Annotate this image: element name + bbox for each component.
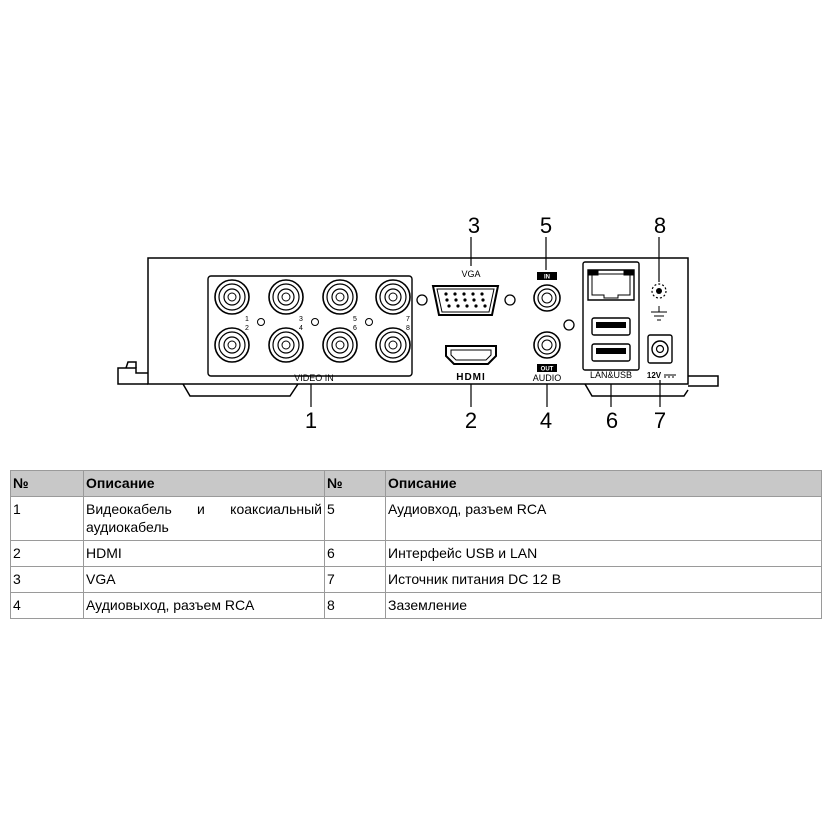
callout-8: 8 <box>654 213 666 238</box>
row-number: 1 <box>10 496 84 541</box>
indicator-dot <box>257 318 265 326</box>
row-number: 2 <box>10 540 84 567</box>
callout-6: 6 <box>606 408 618 433</box>
bnc-connector <box>268 279 304 315</box>
row-description: Интерфейс USB и LAN <box>385 540 822 567</box>
power-ground-group <box>647 283 673 364</box>
video-port-number: 7 <box>406 316 410 323</box>
video-in-label: VIDEO IN <box>294 373 334 383</box>
callout-7: 7 <box>654 408 666 433</box>
header-description: Описание <box>83 470 325 497</box>
callout-2: 2 <box>465 408 477 433</box>
audio-in-tag: IN <box>544 275 550 281</box>
video-port-number: 6 <box>353 325 357 332</box>
video-port-number: 3 <box>299 316 303 323</box>
indicator-dot <box>311 318 319 326</box>
row-description: HDMI <box>83 540 325 567</box>
video-port-number: 5 <box>353 316 357 323</box>
video-in-group: 1 2 3 4 5 6 7 8 VIDEO IN <box>207 275 413 383</box>
hdmi-port: HDMI <box>445 345 497 383</box>
lan-usb-label: LAN&USB <box>590 370 632 380</box>
row-description: VGA <box>83 566 325 593</box>
video-port-number: 2 <box>245 325 249 332</box>
bnc-connector <box>375 327 411 363</box>
indicator-dot <box>365 318 373 326</box>
row-number: 5 <box>324 496 386 541</box>
row-number: 3 <box>10 566 84 593</box>
row-description: Аудиовход, разъем RCA <box>385 496 822 541</box>
bnc-connector <box>322 279 358 315</box>
callout-5: 5 <box>540 213 552 238</box>
rear-panel-diagram: 1 2 3 4 5 6 7 8 VIDEO IN VGA HDMI IN OUT AUDIO <box>117 213 719 433</box>
video-port-number: 8 <box>406 325 410 332</box>
table-header-row: № Описание № Описание <box>10 470 822 497</box>
bnc-connectors: 1 2 3 4 5 6 7 8 <box>214 279 411 363</box>
header-number: № <box>10 470 84 497</box>
row-number: 7 <box>324 566 386 593</box>
description-table: № Описание № Описание 1 Видеокабель и ко… <box>10 470 822 619</box>
row-description: Заземление <box>385 592 822 619</box>
table-row: 3 VGA 7 Источник питания DC 12 В <box>10 566 822 593</box>
hdmi-label: HDMI <box>456 372 486 383</box>
row-number: 8 <box>324 592 386 619</box>
table-row: 2 HDMI 6 Интерфейс USB и LAN <box>10 540 822 567</box>
row-number: 4 <box>10 592 84 619</box>
callout-1: 1 <box>305 408 317 433</box>
row-description: Аудиовыход, разъем RCA <box>83 592 325 619</box>
vga-label: VGA <box>461 269 480 279</box>
header-description-2: Описание <box>385 470 822 497</box>
callout-lines <box>310 237 661 407</box>
bnc-connector <box>268 327 304 363</box>
row-number: 6 <box>324 540 386 567</box>
audio-label: AUDIO <box>533 373 562 383</box>
header-number-2: № <box>324 470 386 497</box>
video-port-number: 1 <box>245 316 249 323</box>
bnc-connector <box>214 327 250 363</box>
audio-out-tag: OUT <box>541 367 554 373</box>
row-description: Видеокабель и коаксиальный аудиокабель <box>83 496 325 541</box>
callout-4: 4 <box>540 408 552 433</box>
bnc-connector <box>375 279 411 315</box>
bnc-connector <box>214 279 250 315</box>
table-row: 4 Аудиовыход, разъем RCA 8 Заземление <box>10 592 822 619</box>
vga-port: VGA <box>416 269 516 316</box>
audio-ports: IN OUT AUDIO <box>533 272 575 383</box>
power-label: 12V <box>647 371 662 380</box>
bnc-connector <box>322 327 358 363</box>
table-row: 1 Видеокабель и коаксиальный аудиокабель… <box>10 496 822 541</box>
callout-3: 3 <box>468 213 480 238</box>
video-port-number: 4 <box>299 325 303 332</box>
lan-usb-group <box>582 261 640 371</box>
row-description: Источник питания DC 12 В <box>385 566 822 593</box>
